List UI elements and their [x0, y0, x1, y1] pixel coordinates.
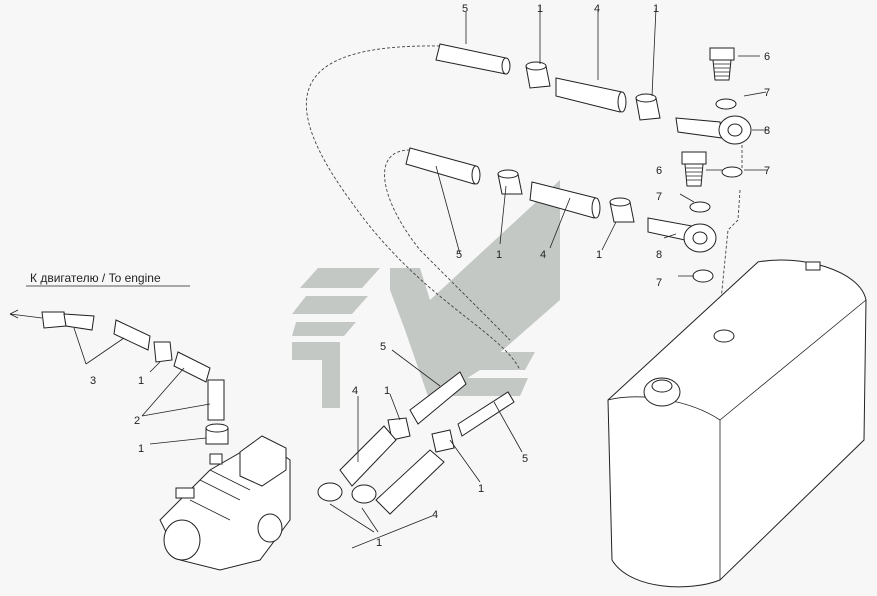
- label-7-b: 7: [764, 165, 770, 177]
- low-hose-4b: [375, 449, 445, 515]
- low-hose-5b: [457, 391, 515, 437]
- label-1-low-c: 1: [376, 537, 382, 549]
- watermark-logo: [292, 180, 560, 408]
- label-1-low-b: 1: [478, 483, 484, 495]
- low-clamp-1i: [317, 482, 377, 504]
- label-8-b: 8: [656, 249, 662, 261]
- washer-7a: [715, 98, 737, 110]
- engine-fitting-3: [41, 311, 95, 331]
- top-hose-5: [435, 43, 511, 75]
- washer-7d: [692, 269, 714, 283]
- fuel-pump-assembly: [159, 435, 291, 571]
- low-hose-4a: [339, 425, 397, 487]
- low-hose-5a: [409, 371, 467, 425]
- label-1-mid-b: 1: [596, 249, 602, 261]
- label-4-top: 4: [594, 3, 600, 15]
- label-7-c: 7: [656, 191, 662, 203]
- label-8-a: 8: [764, 125, 770, 137]
- label-1-mid-a: 1: [496, 249, 502, 261]
- low-clamp-1h: [431, 429, 455, 453]
- upper-hose-route: [305, 45, 521, 371]
- engine-clamp-1f: [205, 423, 229, 445]
- washer-7b: [721, 166, 743, 178]
- label-7-d: 7: [656, 277, 662, 289]
- fitting-route: [719, 140, 743, 311]
- label-1-top-a: 1: [537, 3, 543, 15]
- top-clamp-1a: [525, 61, 551, 89]
- label-1-top-b: 1: [653, 3, 659, 15]
- label-5-mid: 5: [456, 249, 462, 261]
- label-1-low-a: 1: [384, 385, 390, 397]
- leader-lines: [9, 6, 768, 549]
- lower-hose-route: [384, 149, 511, 341]
- engine-hose-2: [173, 351, 225, 421]
- fuel-tank: [607, 259, 867, 588]
- label-4-low-a: 4: [352, 385, 358, 397]
- mid-clamp-1c: [497, 169, 523, 195]
- engine-hose-3: [113, 319, 151, 351]
- to-engine-caption: К двигателю / To engine: [30, 271, 161, 285]
- banjo-fitting-8b: [647, 217, 717, 253]
- washer-7c: [689, 201, 711, 213]
- top-hose-4: [555, 77, 627, 113]
- mid-clamp-1d: [609, 197, 635, 223]
- label-5-low-a: 5: [380, 341, 386, 353]
- label-6-a: 6: [764, 51, 770, 63]
- label-5-low-b: 5: [522, 453, 528, 465]
- label-5-top: 5: [462, 3, 468, 15]
- top-clamp-1b: [635, 93, 661, 121]
- mid-hose-4: [529, 181, 601, 219]
- label-1-engine-a: 1: [138, 375, 144, 387]
- bolt-6b: [681, 151, 707, 187]
- bolt-6a: [709, 47, 735, 81]
- label-6-b: 6: [656, 165, 662, 177]
- label-4-low-b: 4: [432, 509, 438, 521]
- mid-hose-5: [405, 147, 481, 185]
- label-1-engine-b: 1: [138, 443, 144, 455]
- label-7-a: 7: [764, 87, 770, 99]
- label-3: 3: [90, 375, 96, 387]
- label-2: 2: [134, 415, 140, 427]
- engine-clamp-1e: [153, 341, 173, 363]
- label-4-mid: 4: [540, 249, 546, 261]
- banjo-fitting-8a: [675, 115, 752, 145]
